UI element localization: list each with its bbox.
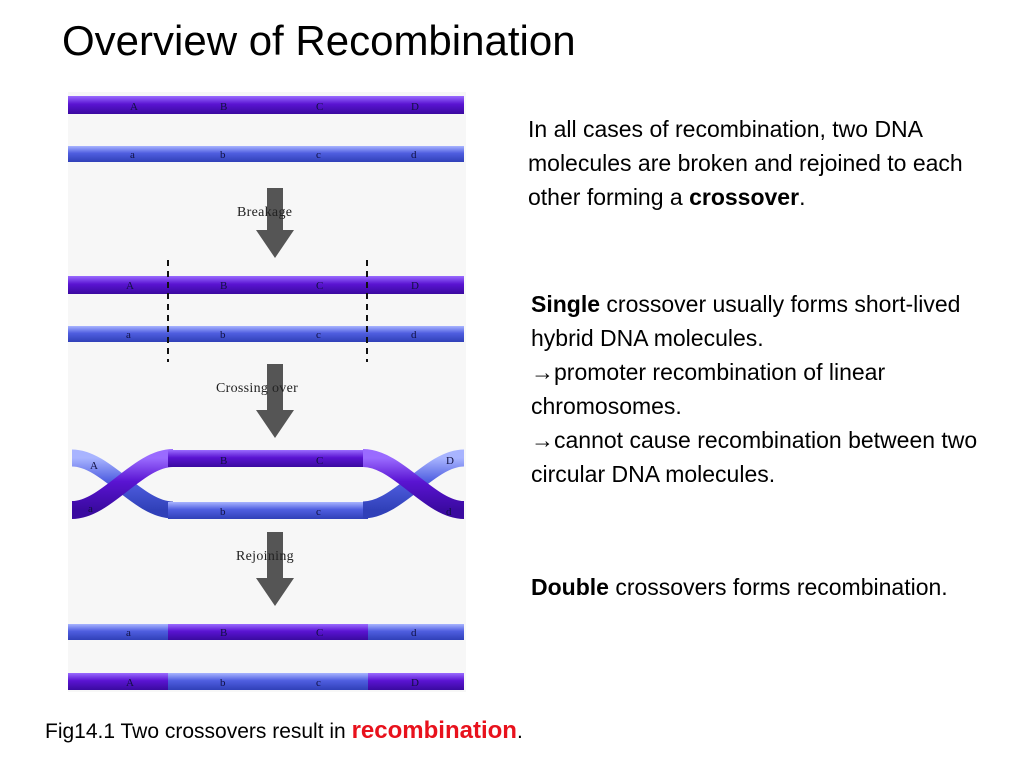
label-d-4: d xyxy=(411,627,417,639)
label-d-2: d xyxy=(411,329,417,341)
label-c-2: c xyxy=(316,329,321,341)
label-a-2: a xyxy=(126,329,131,341)
label-a-3: a xyxy=(88,503,93,515)
para2-line3: cannot cause recombination between two c… xyxy=(531,427,978,487)
paragraph-single-crossover: Single crossover usually forms short-liv… xyxy=(531,287,981,491)
paragraph-double-crossover: Double crossovers forms recombination. xyxy=(531,570,981,604)
label-a-4: a xyxy=(126,627,131,639)
strand-lower-initial xyxy=(68,146,464,162)
label-A-2: A xyxy=(126,280,134,292)
label-c-3: c xyxy=(316,506,321,518)
caption-end: . xyxy=(516,720,523,743)
final-top-seg-3 xyxy=(368,624,464,640)
paragraph-crossover: In all cases of recombination, two DNA m… xyxy=(528,112,978,214)
step-breakage: Breakage xyxy=(237,205,292,220)
para2-line2: promoter recombination of linear chromos… xyxy=(531,359,886,419)
para1-end: . xyxy=(799,184,806,210)
label-D-3: D xyxy=(446,455,454,467)
label-b-5: b xyxy=(220,677,226,689)
label-d-3: d xyxy=(446,506,452,518)
figure-caption: Fig14.1 Two crossovers result in recombi… xyxy=(45,716,523,747)
para3-bold: Double xyxy=(531,574,609,600)
para2-bold: Single xyxy=(531,291,601,317)
slide-title: Overview of Recombination xyxy=(62,17,576,64)
label-A-3: A xyxy=(90,460,98,472)
cross-purple-right xyxy=(362,449,465,519)
step-rejoining: Rejoining xyxy=(236,549,294,564)
right-arrow-icon: → xyxy=(531,427,554,453)
down-arrow-3 xyxy=(256,532,294,606)
final-top-seg-2 xyxy=(168,624,368,640)
label-C-4: C xyxy=(316,627,323,639)
label-D-2: D xyxy=(411,280,419,292)
label-B-1: B xyxy=(220,101,227,113)
strand-upper-break xyxy=(68,276,464,294)
label-B-2: B xyxy=(220,280,227,292)
cross-purple-left xyxy=(71,449,174,519)
recombination-figure: A B C D a b c d Breakage A B C D a b c d… xyxy=(68,92,466,692)
step-crossing-over: Crossing over xyxy=(216,381,298,396)
label-B-4: B xyxy=(220,627,227,639)
caption-text: Fig14.1 Two crossovers result in xyxy=(45,720,352,743)
final-bottom-seg-2 xyxy=(168,673,368,690)
para1-text: In all cases of recombination, two DNA m… xyxy=(528,116,963,210)
label-b-3: b xyxy=(220,506,226,518)
label-C-1: C xyxy=(316,101,323,113)
label-b-1: b xyxy=(220,149,226,161)
label-A-1: A xyxy=(130,101,138,113)
caption-highlight: recombination xyxy=(351,717,517,744)
para3-text: crossovers forms recombination. xyxy=(608,574,948,600)
para1-bold: crossover xyxy=(689,184,800,210)
down-arrow-1 xyxy=(256,188,294,258)
final-bottom-seg-1 xyxy=(68,673,168,690)
para2-line1: crossover usually forms short-lived hybr… xyxy=(531,291,961,351)
strand-upper-middle xyxy=(168,450,368,467)
label-b-2: b xyxy=(220,329,226,341)
label-a-1: a xyxy=(130,149,135,161)
label-C-3: C xyxy=(316,455,323,467)
label-B-3: B xyxy=(220,455,227,467)
label-A-5: A xyxy=(126,677,134,689)
label-D-1: D xyxy=(411,101,419,113)
strand-upper-initial xyxy=(68,96,464,114)
down-arrow-2 xyxy=(256,364,294,438)
recombination-diagram: A B C D a b c d Breakage A B C D a b c d… xyxy=(68,92,466,692)
final-top-seg-1 xyxy=(68,624,168,640)
right-arrow-icon: → xyxy=(531,359,554,385)
label-C-2: C xyxy=(316,280,323,292)
label-D-5: D xyxy=(411,677,419,689)
label-c-5: c xyxy=(316,677,321,689)
strand-lower-middle xyxy=(168,502,368,519)
final-bottom-seg-3 xyxy=(368,673,464,690)
label-d-1: d xyxy=(411,149,417,161)
label-c-1: c xyxy=(316,149,321,161)
